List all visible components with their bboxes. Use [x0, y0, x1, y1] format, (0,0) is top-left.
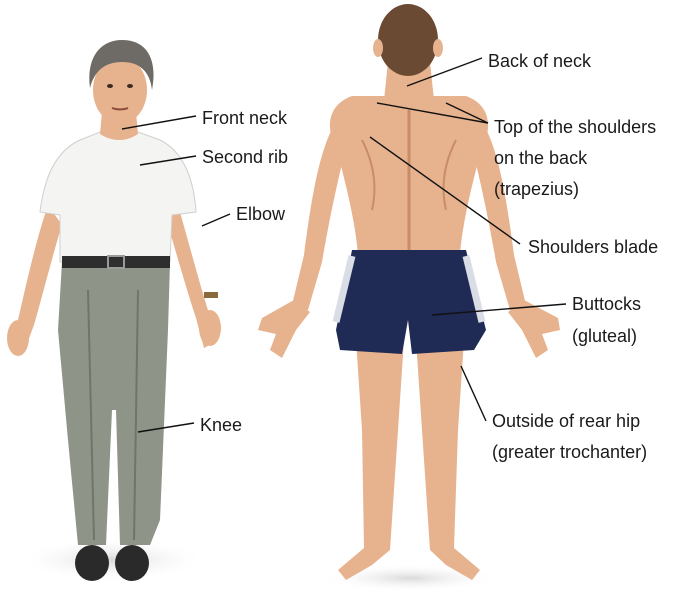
front-figure-left-hand — [7, 320, 29, 356]
back-figure-shorts — [336, 250, 486, 354]
label-rear-hip-line1: Outside of rear hip — [492, 411, 640, 431]
label-front-neck: Front neck — [202, 108, 288, 128]
back-view-figure — [258, 4, 560, 592]
label-second-rib: Second rib — [202, 147, 288, 167]
label-top-shoulders-line2: on the back — [494, 148, 588, 168]
front-figure-shirt — [40, 132, 196, 262]
back-figure-left-ear — [373, 39, 383, 57]
front-figure-trousers — [58, 262, 170, 545]
label-top-shoulders-line1: Top of the shoulders — [494, 117, 656, 137]
back-figure-right-ear — [433, 39, 443, 57]
front-view-figure — [7, 40, 221, 582]
front-figure-left-shoe — [75, 545, 109, 581]
label-rear-hip-line2: (greater trochanter) — [492, 442, 647, 462]
label-back-of-neck: Back of neck — [488, 51, 592, 71]
label-elbow: Elbow — [236, 204, 286, 224]
back-figure-head — [378, 4, 438, 76]
leader-rear-hip — [461, 366, 486, 421]
front-figure-left-eye — [107, 84, 113, 88]
front-figure-right-shoe — [115, 545, 149, 581]
front-figure-floor-shadow — [17, 538, 207, 582]
label-top-shoulders-line3: (trapezius) — [494, 179, 579, 199]
back-figure-right-leg — [416, 340, 480, 580]
label-buttocks-line2: (gluteal) — [572, 326, 637, 346]
label-knee: Knee — [200, 415, 242, 435]
front-figure-right-hand — [199, 310, 221, 346]
leader-elbow — [202, 214, 230, 226]
label-buttocks-line1: Buttocks — [572, 294, 641, 314]
front-figure-watch — [204, 292, 218, 298]
front-figure-right-eye — [127, 84, 133, 88]
label-shoulders-blade: Shoulders blade — [528, 237, 658, 257]
back-figure-left-hand — [258, 300, 310, 358]
front-figure-belt — [62, 256, 170, 268]
back-figure-left-leg — [338, 340, 404, 580]
